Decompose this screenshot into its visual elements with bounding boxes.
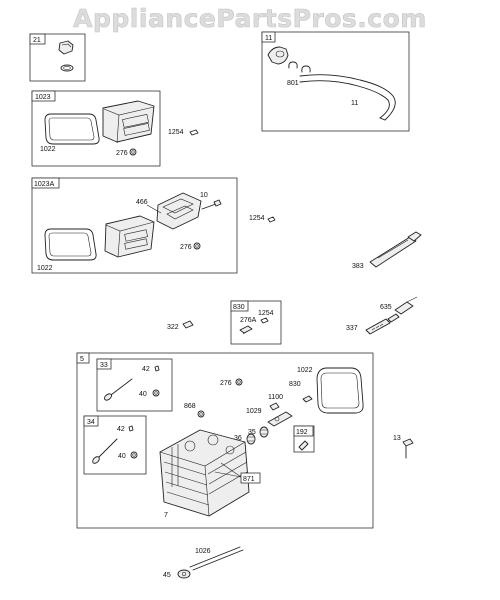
valve-seal-868-part[interactable] bbox=[197, 410, 205, 418]
screw-1254-top-part[interactable] bbox=[189, 129, 199, 136]
screw-10-part[interactable] bbox=[201, 199, 222, 210]
callout-1022-top: 1022 bbox=[40, 146, 56, 153]
callout-13: 13 bbox=[393, 435, 401, 442]
callout-337: 337 bbox=[346, 325, 358, 332]
callout-1254-lower: 1254 bbox=[249, 215, 265, 222]
callout-1022-lower: 1022 bbox=[37, 265, 53, 272]
screw-1254-lower-part[interactable] bbox=[267, 216, 276, 223]
callout-466: 466 bbox=[136, 199, 148, 206]
group-192-box[interactable]: 192 bbox=[293, 425, 315, 453]
callout-42-b: 42 bbox=[117, 426, 125, 433]
callout-1022-head: 1022 bbox=[297, 367, 313, 374]
callout-10: 10 bbox=[200, 192, 208, 199]
guide-1100-part[interactable] bbox=[269, 402, 280, 411]
spark-plug-wire-383-part[interactable] bbox=[369, 231, 422, 268]
callout-383: 383 bbox=[352, 263, 364, 270]
group-871-box[interactable]: 871 bbox=[240, 472, 261, 484]
callout-36: 36 bbox=[234, 435, 242, 442]
rocker-pivot-36-part[interactable] bbox=[246, 433, 256, 445]
group-11-label: 11 bbox=[265, 35, 272, 42]
group-871-label: 871 bbox=[243, 476, 255, 483]
group-1023-label: 1023 bbox=[35, 94, 51, 101]
clamp-45-part[interactable] bbox=[177, 569, 191, 579]
screw-276-top-part[interactable] bbox=[129, 148, 137, 156]
group-1023a-label: 1023A bbox=[34, 181, 55, 188]
callout-830-head: 830 bbox=[289, 381, 301, 388]
callout-1254-top: 1254 bbox=[168, 129, 184, 136]
intake-valve-part[interactable] bbox=[103, 378, 133, 401]
group-34-label: 34 bbox=[87, 419, 95, 426]
breather-fitting-part[interactable] bbox=[267, 46, 289, 65]
fitting-322-part[interactable] bbox=[182, 320, 194, 329]
callout-11: 11 bbox=[351, 100, 358, 107]
callout-276A: 276A bbox=[240, 317, 257, 324]
group-21-label: 21 bbox=[33, 37, 41, 44]
callout-45: 45 bbox=[163, 572, 171, 579]
callout-42-a: 42 bbox=[142, 366, 150, 373]
callout-40-a: 40 bbox=[139, 391, 147, 398]
valve-spring-retainer-40-b-part[interactable] bbox=[130, 451, 138, 459]
callout-7: 7 bbox=[164, 512, 168, 519]
valve-cover-gasket-1022-lower-part[interactable] bbox=[44, 228, 97, 261]
watermark-text: AppliancePartsPros.com bbox=[73, 4, 427, 33]
group-33-label: 33 bbox=[100, 362, 108, 369]
spark-plug-boot-635-part[interactable] bbox=[394, 296, 418, 315]
callout-1100: 1100 bbox=[268, 394, 283, 401]
group-830-box[interactable]: 830 bbox=[230, 300, 282, 345]
group-830-label: 830 bbox=[233, 304, 245, 311]
push-rod-192-part[interactable] bbox=[298, 440, 309, 451]
breather-tube-part[interactable] bbox=[299, 74, 396, 121]
screw-13-part[interactable] bbox=[402, 438, 414, 459]
valve-cover-breather-part[interactable] bbox=[104, 192, 202, 258]
callout-322: 322 bbox=[167, 324, 179, 331]
callout-868: 868 bbox=[184, 403, 196, 410]
callout-1029: 1029 bbox=[246, 408, 262, 415]
rocker-nut-35-part[interactable] bbox=[259, 426, 269, 438]
valve-keeper-42-a-part[interactable] bbox=[154, 365, 160, 372]
valve-cover-part[interactable] bbox=[102, 100, 155, 144]
callout-1254-830: 1254 bbox=[258, 310, 274, 317]
screw-1254-830-part[interactable] bbox=[260, 317, 269, 324]
callout-801: 801 bbox=[287, 80, 299, 87]
valve-keeper-42-b-part[interactable] bbox=[128, 425, 134, 432]
group-192-label: 192 bbox=[296, 429, 308, 436]
screw-276-lower-part[interactable] bbox=[193, 242, 201, 250]
valve-830-head-part[interactable] bbox=[302, 395, 313, 403]
exhaust-valve-part[interactable] bbox=[91, 438, 118, 465]
valve-rotator-276a-part[interactable] bbox=[239, 325, 253, 335]
rocker-arm-1029-part[interactable] bbox=[267, 411, 293, 427]
valve-spring-retainer-40-a-part[interactable] bbox=[152, 389, 160, 397]
spark-plug-337-part[interactable] bbox=[365, 313, 400, 335]
callout-276-head: 276 bbox=[220, 380, 232, 387]
group-1023a-box[interactable]: 1023A bbox=[31, 177, 238, 274]
valve-cover-gasket-1022-part[interactable] bbox=[44, 113, 100, 145]
oil-fill-cap-part[interactable] bbox=[58, 40, 74, 72]
callout-276-lower: 276 bbox=[180, 244, 192, 251]
group-1023-box[interactable]: 1023 bbox=[31, 90, 161, 167]
screw-276-head-part[interactable] bbox=[235, 378, 243, 386]
valve-cover-gasket-1022-head-part[interactable] bbox=[316, 367, 364, 414]
callout-1026: 1026 bbox=[195, 548, 211, 555]
dipstick-tube-1026-part[interactable] bbox=[189, 546, 244, 571]
group-33-box[interactable]: 33 bbox=[96, 358, 173, 412]
group-5-label: 5 bbox=[80, 356, 84, 363]
callout-635: 635 bbox=[380, 304, 392, 311]
group-5-box[interactable]: 5 bbox=[76, 352, 374, 529]
group-34-box[interactable]: 34 bbox=[83, 415, 147, 475]
group-11-box[interactable]: 11 bbox=[261, 31, 410, 132]
cylinder-head-part[interactable] bbox=[159, 429, 250, 517]
callout-40-b: 40 bbox=[118, 453, 126, 460]
hose-clamp-part[interactable] bbox=[288, 61, 311, 73]
group-21-box[interactable]: 21 bbox=[29, 33, 86, 82]
callout-35: 35 bbox=[248, 429, 256, 436]
callout-276-top: 276 bbox=[116, 150, 128, 157]
